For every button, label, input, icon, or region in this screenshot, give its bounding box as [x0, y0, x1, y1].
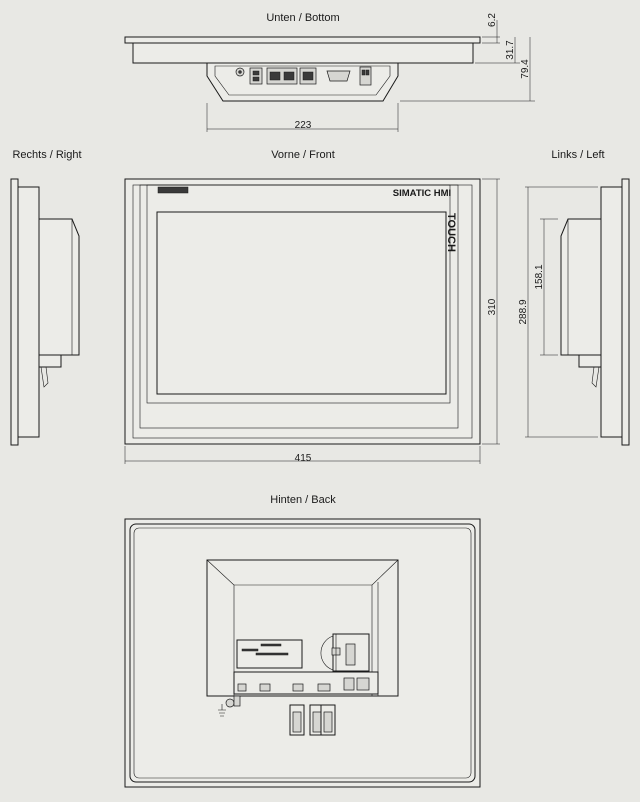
back-serial-icon [317, 683, 331, 692]
back-panel-rim-outer [129, 523, 476, 783]
right-front-panel [10, 178, 19, 446]
dim-158-1: 158.1 [534, 264, 545, 289]
dim-6-2: 6.2 [487, 13, 498, 27]
back-panel-rim-inner [133, 527, 472, 779]
dim-288-9: 288.9 [518, 299, 529, 324]
bottom-view-title: Unten / Bottom [266, 12, 339, 24]
bottom-front-panel [124, 36, 481, 44]
ground-screw-icon [225, 698, 235, 708]
left-clamp [578, 354, 602, 368]
bottom-housing [132, 42, 474, 64]
usb-port-icon [249, 67, 263, 85]
right-view: Rechts / Right [10, 149, 82, 446]
brand-label: SIMATIC HMI [393, 188, 451, 199]
left-rear-module [560, 218, 602, 356]
front-view-title: Vorne / Front [271, 149, 335, 161]
back-ethernet-2-icon [292, 683, 304, 692]
bottom-rear-module-inner [214, 65, 391, 96]
bottom-view: Unten / Bottom 6.2 31.7 79.4 [124, 12, 535, 132]
left-housing [600, 186, 623, 438]
left-view-title: Links / Left [551, 149, 604, 161]
touch-label: TOUCH [445, 213, 457, 252]
right-clamp [38, 354, 62, 368]
dim-79-4: 79.4 [520, 59, 531, 79]
right-view-title: Rechts / Right [12, 149, 81, 161]
dim-223: 223 [295, 120, 312, 131]
card-latch [320, 635, 334, 671]
display-screen [156, 211, 447, 395]
dim-415: 415 [295, 453, 312, 464]
back-view-title: Hinten / Back [270, 494, 336, 506]
front-face-recess [146, 184, 451, 404]
back-view: Hinten / Back [124, 494, 481, 788]
back-ethernet-1-icon [259, 683, 271, 692]
front-view: Vorne / Front SIMATIC HMI TOUCH 415 310 [124, 149, 500, 464]
ground-symbol-icon [218, 704, 226, 717]
serial-port-icon [326, 70, 351, 82]
back-connector-strip [233, 671, 379, 695]
dim-31-7: 31.7 [505, 40, 516, 60]
left-front-panel [621, 178, 630, 446]
left-clamp-hook [591, 366, 600, 388]
left-view: Links / Left 288.9 158.1 [518, 149, 630, 446]
power-connector-icon [359, 66, 372, 86]
right-clamp-hook [40, 366, 49, 388]
right-rear-module [38, 218, 80, 356]
dim-310: 310 [487, 298, 498, 315]
siemens-logo [157, 186, 189, 194]
back-usb-icon [237, 683, 247, 692]
back-power-icon [343, 677, 355, 691]
right-housing [17, 186, 40, 438]
